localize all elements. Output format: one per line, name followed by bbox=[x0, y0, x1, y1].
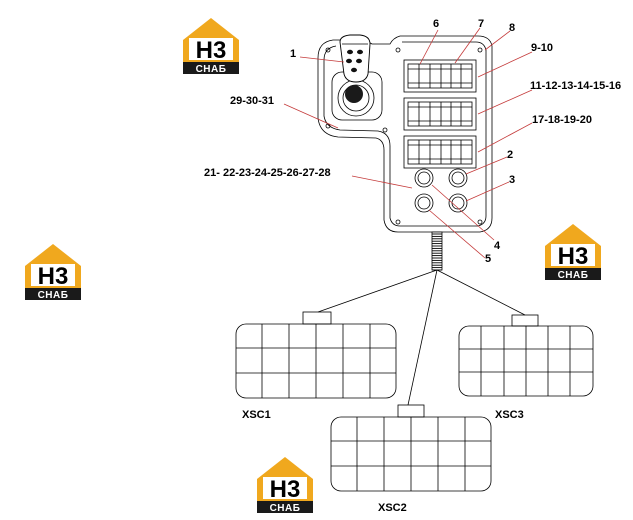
leader-lines bbox=[283, 27, 533, 259]
leader-1 bbox=[299, 56, 345, 63]
callout-7: 7 bbox=[478, 18, 484, 30]
leader-21-28 bbox=[351, 175, 413, 189]
connector-tab bbox=[302, 311, 332, 325]
screw bbox=[477, 47, 483, 53]
panel-inner-outline bbox=[323, 41, 487, 227]
brand-logo: H3 СНАБ bbox=[180, 16, 242, 74]
connector-xsc3 bbox=[458, 314, 594, 397]
joystick-boot-inner bbox=[342, 84, 370, 112]
svg-text:СНАБ: СНАБ bbox=[38, 290, 69, 300]
screw bbox=[325, 47, 331, 53]
svg-text:СНАБ: СНАБ bbox=[196, 64, 227, 74]
callout-2: 2 bbox=[507, 149, 513, 161]
brand-logo: H3 СНАБ bbox=[22, 242, 84, 300]
brand-logo: H3 СНАБ bbox=[254, 455, 316, 513]
control-panel bbox=[317, 34, 493, 233]
switch-row-inner bbox=[407, 63, 473, 89]
label-xsc1: XSC1 bbox=[242, 409, 271, 421]
svg-text:H3: H3 bbox=[38, 263, 69, 290]
joystick-handle bbox=[339, 34, 371, 83]
leader-2 bbox=[465, 156, 508, 175]
connector-tab bbox=[397, 404, 425, 418]
label-xsc3: XSC3 bbox=[495, 409, 524, 421]
joystick-button bbox=[356, 58, 362, 64]
joystick-button bbox=[357, 49, 363, 55]
leader-29-31 bbox=[283, 103, 339, 129]
leader-7 bbox=[454, 27, 481, 64]
joystick-shaft bbox=[345, 85, 363, 103]
callout-4: 4 bbox=[494, 240, 501, 252]
label-xsc2: XSC2 bbox=[378, 502, 407, 514]
connector-xsc1 bbox=[235, 311, 397, 399]
callout-5: 5 bbox=[485, 253, 491, 265]
house-logo-icon: H3 СНАБ bbox=[25, 244, 81, 300]
house-logo-icon: H3 СНАБ bbox=[545, 224, 601, 280]
switch-row-bottom bbox=[403, 135, 477, 169]
switch-row-top bbox=[403, 59, 477, 93]
screw bbox=[477, 219, 483, 225]
callout-3: 3 bbox=[509, 174, 515, 186]
switch-row-inner bbox=[407, 101, 473, 127]
svg-text:H3: H3 bbox=[558, 243, 589, 270]
screw bbox=[395, 219, 401, 225]
connector-xsc2 bbox=[330, 404, 492, 492]
screw bbox=[382, 127, 388, 133]
leader-4 bbox=[431, 184, 495, 241]
joystick-button bbox=[347, 49, 353, 55]
house-logo-icon: H3 СНАБ bbox=[257, 457, 313, 513]
switch-row-inner bbox=[407, 139, 473, 165]
knob-top-left bbox=[414, 168, 434, 188]
svg-text:H3: H3 bbox=[196, 37, 227, 64]
svg-text:СНАБ: СНАБ bbox=[558, 270, 589, 280]
joystick bbox=[331, 34, 383, 121]
leader-11-16 bbox=[477, 89, 533, 115]
callout-17-20: 17-18-19-20 bbox=[532, 114, 592, 126]
joystick-button bbox=[346, 58, 352, 64]
wire-xsc3 bbox=[436, 269, 526, 316]
screw bbox=[395, 47, 401, 53]
callout-8: 8 bbox=[509, 22, 515, 34]
callout-21-28: 21- 22-23-24-25-26-27-28 bbox=[204, 167, 331, 179]
leader-17-20 bbox=[477, 122, 533, 153]
cable-ribs bbox=[432, 233, 442, 271]
wire-xsc2 bbox=[407, 269, 438, 406]
screw bbox=[325, 123, 331, 129]
panel-outline bbox=[317, 35, 493, 233]
switch-row-frame bbox=[403, 59, 477, 93]
joystick-button bbox=[351, 67, 357, 73]
knob-top-right bbox=[448, 168, 468, 188]
callout-11-16: 11-12-13-14-15-16 bbox=[530, 80, 621, 92]
knob-bottom-left bbox=[414, 193, 434, 213]
cable-sheath bbox=[431, 231, 443, 271]
leader-6 bbox=[419, 29, 439, 65]
svg-text:СНАБ: СНАБ bbox=[270, 503, 301, 513]
brand-logo: H3 СНАБ bbox=[542, 222, 604, 280]
leader-8 bbox=[484, 30, 511, 51]
wire-xsc1 bbox=[317, 269, 438, 313]
wiring bbox=[317, 269, 526, 406]
callout-6: 6 bbox=[433, 18, 439, 30]
callout-9-10: 9-10 bbox=[531, 42, 553, 54]
switch-row-frame bbox=[403, 97, 477, 131]
connector-tab bbox=[511, 314, 539, 327]
leader-9-10 bbox=[477, 51, 533, 78]
switch-row-frame bbox=[403, 135, 477, 169]
switch-row-middle bbox=[403, 97, 477, 131]
callout-29-31: 29-30-31 bbox=[230, 95, 274, 107]
leader-5 bbox=[428, 209, 486, 259]
leader-3 bbox=[465, 181, 510, 202]
svg-text:H3: H3 bbox=[270, 476, 301, 503]
house-logo-icon: H3 СНАБ bbox=[183, 18, 239, 74]
callout-1: 1 bbox=[290, 48, 296, 60]
